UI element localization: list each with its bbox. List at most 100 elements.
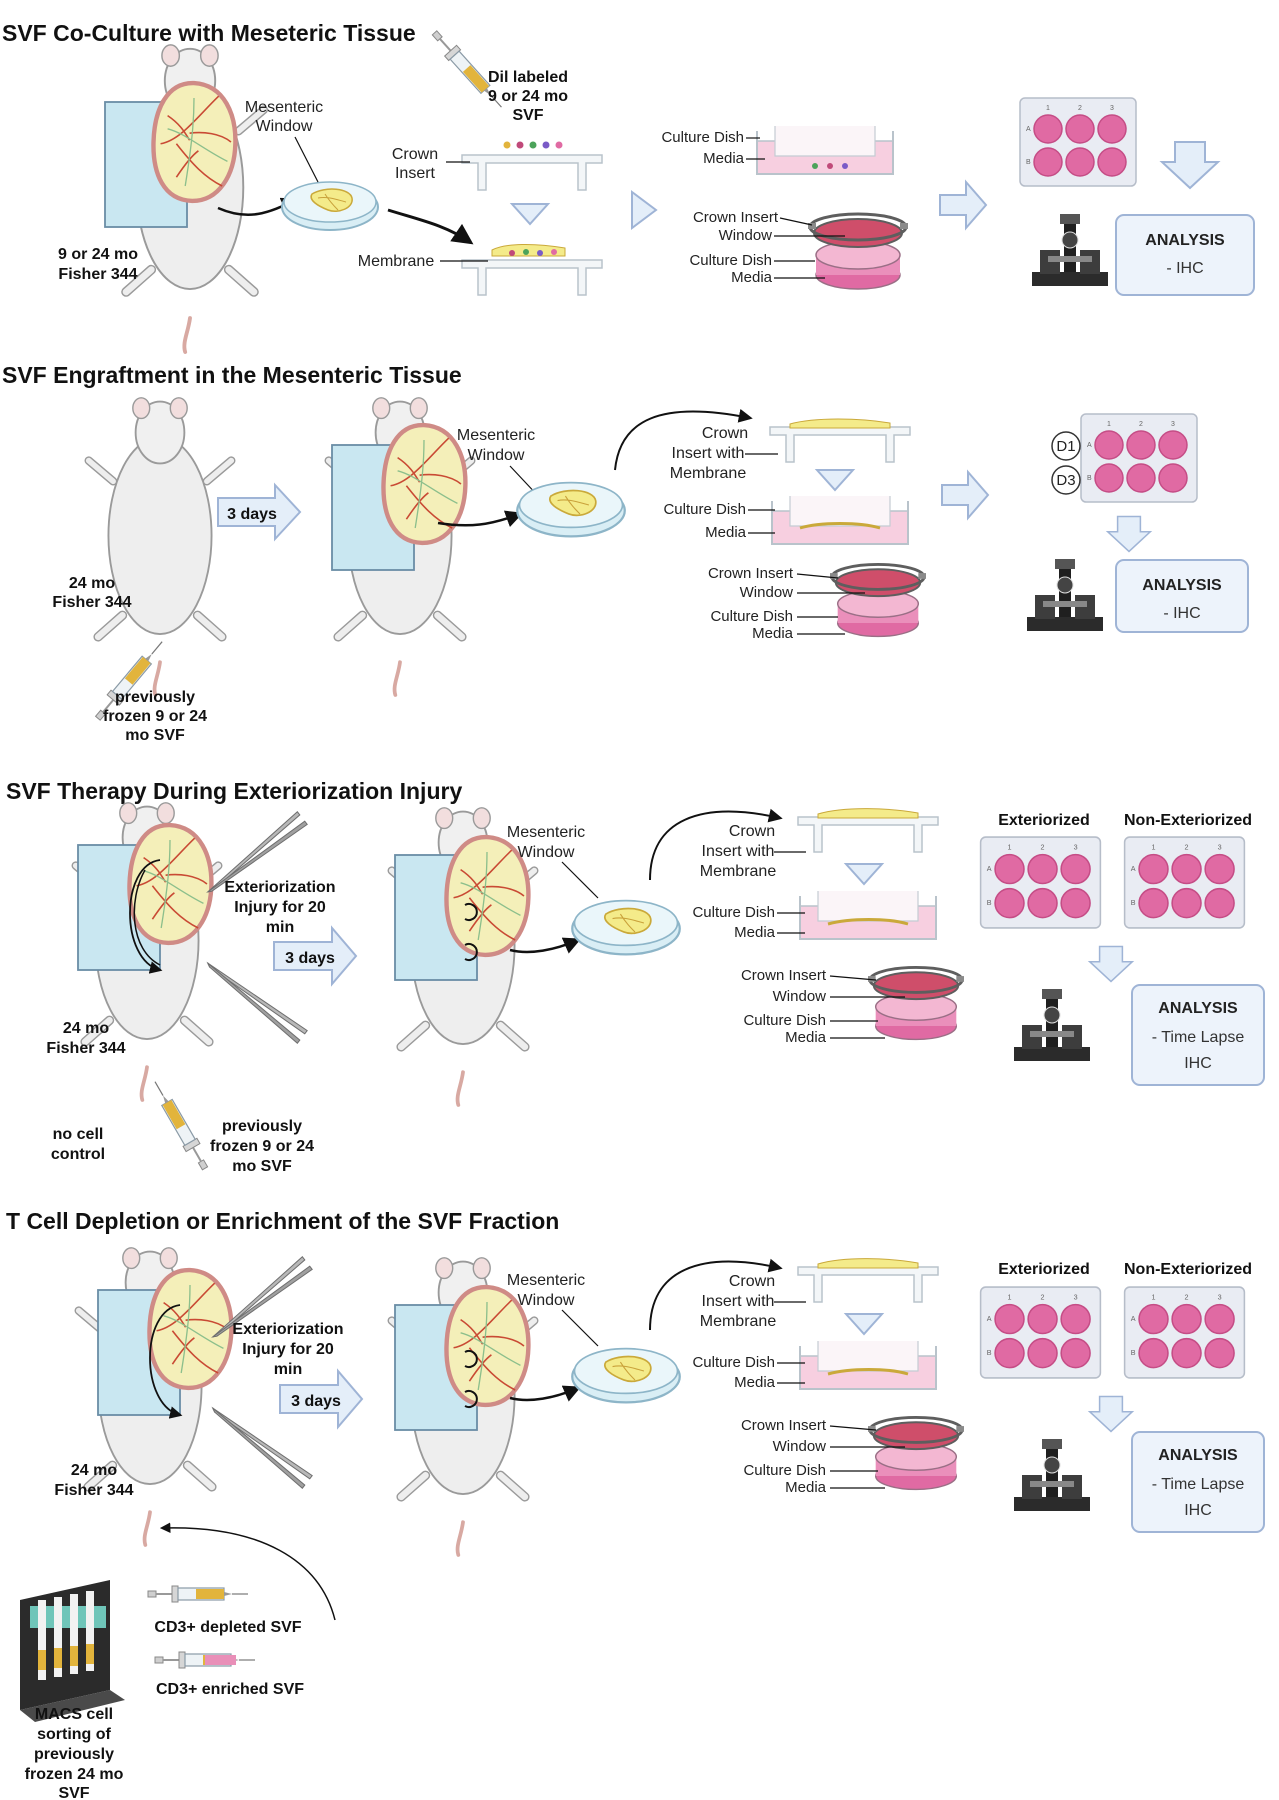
panel-3-title: SVF Therapy During Exteriorization Injur… [6,778,462,804]
panel-4-macs-label-4: frozen 24 mo [25,1766,124,1783]
panel-3-analysis-item-1: - Time Lapse [1152,1029,1245,1046]
panel-1-crown-label-1: Crown [392,146,438,163]
petri-dish-icon [516,481,626,538]
panel-1-window-label-1: Mesenteric [245,99,323,116]
panel-1-assembly-label-2: Window [719,227,773,244]
panel-2-row-label-d1: D1 [1056,438,1075,455]
panel-4-insert-label-1: Crown [729,1273,775,1290]
panel-4-dish-label-2: Media [734,1374,776,1391]
down-arrow [816,469,854,491]
panel-1-dish-label-1: Culture Dish [661,129,744,146]
mesentery-icon [153,83,235,201]
panel-4-analysis-item-1: - Time Lapse [1152,1476,1245,1493]
crown-insert-assembly-icon [866,1415,966,1491]
panel-2-analysis-item: - IHC [1163,605,1200,622]
panel-2-title: SVF Engraftment in the Mesenteric Tissue [2,362,462,388]
panel-4-days-label: 3 days [291,1393,341,1410]
culture-dish-icon [798,889,938,941]
panel-1-membrane-label: Membrane [358,253,435,270]
right-arrow [631,191,657,229]
panel-3-dish-label-2: Media [734,924,776,941]
panel-4-macs-label-3: previously [34,1746,114,1763]
panel-3-insert-label-3: Membrane [700,863,777,880]
panel-1-window-label-2: Window [256,118,313,135]
panel-engraftment: SVF Engraftment in the Mesenteric Tissue… [2,362,1249,744]
analysis-box [1131,984,1265,1086]
panel-2-days-label: 3 days [227,506,277,523]
crown-insert-membrane-icon [461,259,603,296]
panel-1-dil-label-2: 9 or 24 mo [488,88,568,105]
microscope-icon [1026,558,1104,632]
panel-2-insert-label-3: Membrane [670,465,747,482]
culture-dish-icon [755,124,895,176]
panel-4-assembly-label-3: Culture Dish [743,1462,826,1479]
mesentery-icon [129,825,211,943]
panel-3-insert-label-2: Insert with [702,843,775,860]
panel-3-assembly-label-3: Culture Dish [743,1012,826,1029]
crown-insert-membrane-icon [797,816,939,853]
panel-4-enriched-label: CD3+ enriched SVF [156,1681,304,1698]
down-block-arrow [1088,1395,1134,1433]
panel-3-syringe-label-1: previously [222,1118,302,1135]
panel-4-macs-label-2: sorting of [37,1726,111,1743]
panel-4-window-label-2: Window [518,1292,575,1309]
panel-3-injury-label-1: Exteriorization [224,879,335,896]
panel-3-syringe-label-3: mo SVF [232,1158,292,1175]
panel-2-dish-label-2: Media [705,524,747,541]
panel-2-insert-label-2: Insert with [672,445,745,462]
well-plate-icon [979,836,1102,929]
right-block-arrow [941,471,989,519]
panel-1-rat-label-1: 9 or 24 mo [58,246,138,263]
panel-4-analysis-item-2: IHC [1184,1502,1212,1519]
crown-insert-membrane-icon [797,1266,939,1303]
syringe-icon [147,1077,213,1173]
culture-dish-icon [798,1339,938,1391]
panel-2-syringe-label-2: frozen 9 or 24 [103,708,207,725]
panel-3-analysis-title: ANALYSIS [1158,1000,1238,1017]
mesentery-icon [446,1287,528,1405]
down-block-arrow [1161,141,1219,189]
panel-4-rat-label-1: 24 mo [71,1462,117,1479]
panel-4-assembly-label-4: Media [785,1479,827,1496]
mesentery-icon [446,837,528,955]
panel-2-analysis-title: ANALYSIS [1142,577,1222,594]
panel-1-assembly-label-1: Crown Insert [693,209,779,226]
arrow [159,1522,336,1621]
panel-1-dil-label-1: Dil labeled [488,69,568,86]
panel-3-injury-label-3: min [266,919,294,936]
panel-3-plate-label-exteriorized: Exteriorized [998,812,1090,829]
panel-4-rat-label-2: Fisher 344 [54,1482,133,1499]
analysis-box [1115,559,1249,633]
days-arrow [273,925,358,987]
panel-3-syringe-label-2: frozen 9 or 24 [210,1138,314,1155]
panel-2-dish-label-1: Culture Dish [663,501,746,518]
panel-3-dish-label-1: Culture Dish [692,904,775,921]
panel-4-analysis-title: ANALYSIS [1158,1447,1238,1464]
microscope-icon [1013,1438,1091,1512]
panel-1-analysis-item: - IHC [1166,260,1203,277]
panel-2-rat-label-2: Fisher 344 [52,594,131,611]
panel-1-title: SVF Co-Culture with Meseteric Tissue [2,20,416,46]
down-block-arrow [1106,515,1152,553]
crown-insert-assembly-icon [828,562,928,638]
panel-2-syringe-label-3: mo SVF [125,727,185,744]
panel-4-window-label-1: Mesenteric [507,1272,585,1289]
panel-3-window-label-2: Window [518,844,575,861]
down-arrow [845,863,883,885]
panel-2-assembly-label-1: Crown Insert [708,565,794,582]
well-plate-icon [979,1286,1102,1379]
arrow [509,937,582,954]
arrow [614,408,753,471]
panel-co-culture: SVF Co-Culture with Meseteric Tissue 9 o… [2,20,1255,352]
panel-t-cell-depletion: T Cell Depletion or Enrichment of the SV… [6,1208,1265,1800]
panel-3-analysis-item-2: IHC [1184,1055,1212,1072]
down-block-arrow [1088,945,1134,983]
down-arrow [845,1313,883,1335]
panel-4-injury-label-3: min [274,1361,302,1378]
panel-4-dish-label-1: Culture Dish [692,1354,775,1371]
panel-exteriorization-therapy: SVF Therapy During Exteriorization Injur… [6,778,1265,1175]
well-plate-icon [1123,1286,1246,1379]
arrow [649,808,783,881]
panel-1-assembly-label-4: Media [731,269,773,286]
